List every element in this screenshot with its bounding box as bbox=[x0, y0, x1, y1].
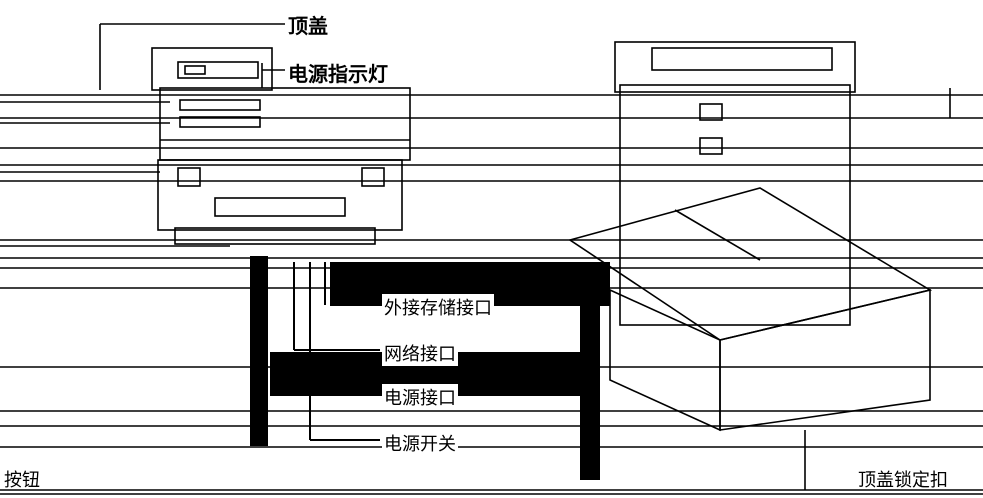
label-external-storage-port: 外接存储接口 bbox=[382, 294, 494, 320]
label-power-switch: 电源开关 bbox=[382, 430, 458, 456]
label-bottom-right: 顶盖锁定扣 bbox=[858, 470, 948, 491]
label-power-port: 电源接口 bbox=[382, 384, 458, 410]
label-network-port: 网络接口 bbox=[382, 340, 458, 366]
printer-side-view bbox=[568, 41, 951, 490]
label-bottom-left: 按钮 bbox=[4, 470, 40, 491]
label-top-cover: 顶盖 bbox=[288, 14, 328, 38]
label-power-indicator: 电源指示灯 bbox=[288, 62, 388, 86]
printer-front-view bbox=[99, 23, 411, 245]
